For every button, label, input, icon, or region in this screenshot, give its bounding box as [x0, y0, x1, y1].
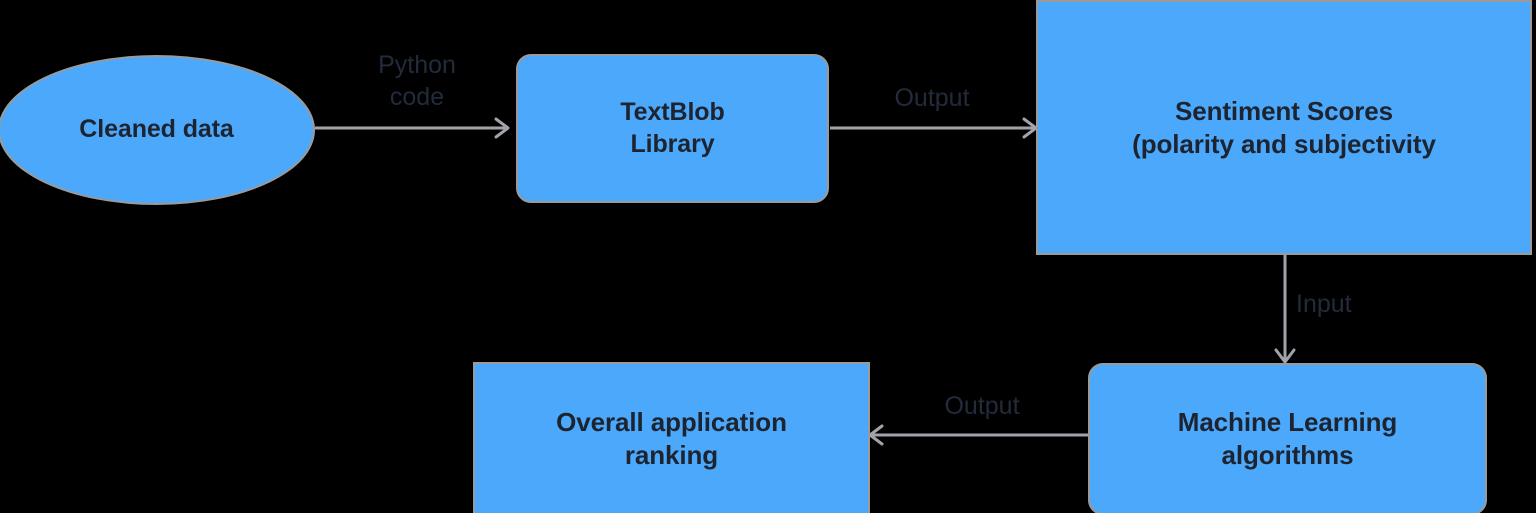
- node-overall-application-ranking-label: Overall application ranking: [556, 406, 787, 470]
- node-textblob-library-label: TextBlob Library: [620, 98, 725, 158]
- node-cleaned-data-label: Cleaned data: [79, 115, 234, 144]
- arrowhead-icon: [494, 117, 510, 139]
- edge-textblob-to-sentiment: [830, 117, 1038, 139]
- node-sentiment-scores-label: Sentiment Scores (polarity and subjectiv…: [1132, 95, 1436, 159]
- edge-label-python-code: Python code: [378, 51, 456, 111]
- node-textblob-library[interactable]: TextBlob Library: [516, 54, 829, 203]
- edge-label-output-bottom: Output: [944, 392, 1020, 420]
- node-cleaned-data[interactable]: Cleaned data: [0, 55, 315, 205]
- edge-label-output-top: Output: [894, 84, 970, 112]
- arrowhead-icon: [1274, 348, 1296, 364]
- node-machine-learning-algorithms-label: Machine Learning algorithms: [1177, 407, 1398, 470]
- edge-cleaned-to-textblob: [315, 117, 510, 139]
- node-machine-learning-algorithms[interactable]: Machine Learning algorithms: [1088, 363, 1487, 513]
- node-overall-application-ranking[interactable]: Overall application ranking: [473, 362, 870, 513]
- node-sentiment-scores[interactable]: Sentiment Scores (polarity and subjectiv…: [1036, 0, 1532, 255]
- arrowhead-icon: [868, 424, 884, 446]
- edge-ml-to-ranking: [868, 424, 1088, 446]
- edge-label-input: Input: [1296, 290, 1352, 318]
- arrowhead-icon: [1022, 117, 1038, 139]
- edge-sentiment-to-ml: [1274, 255, 1296, 364]
